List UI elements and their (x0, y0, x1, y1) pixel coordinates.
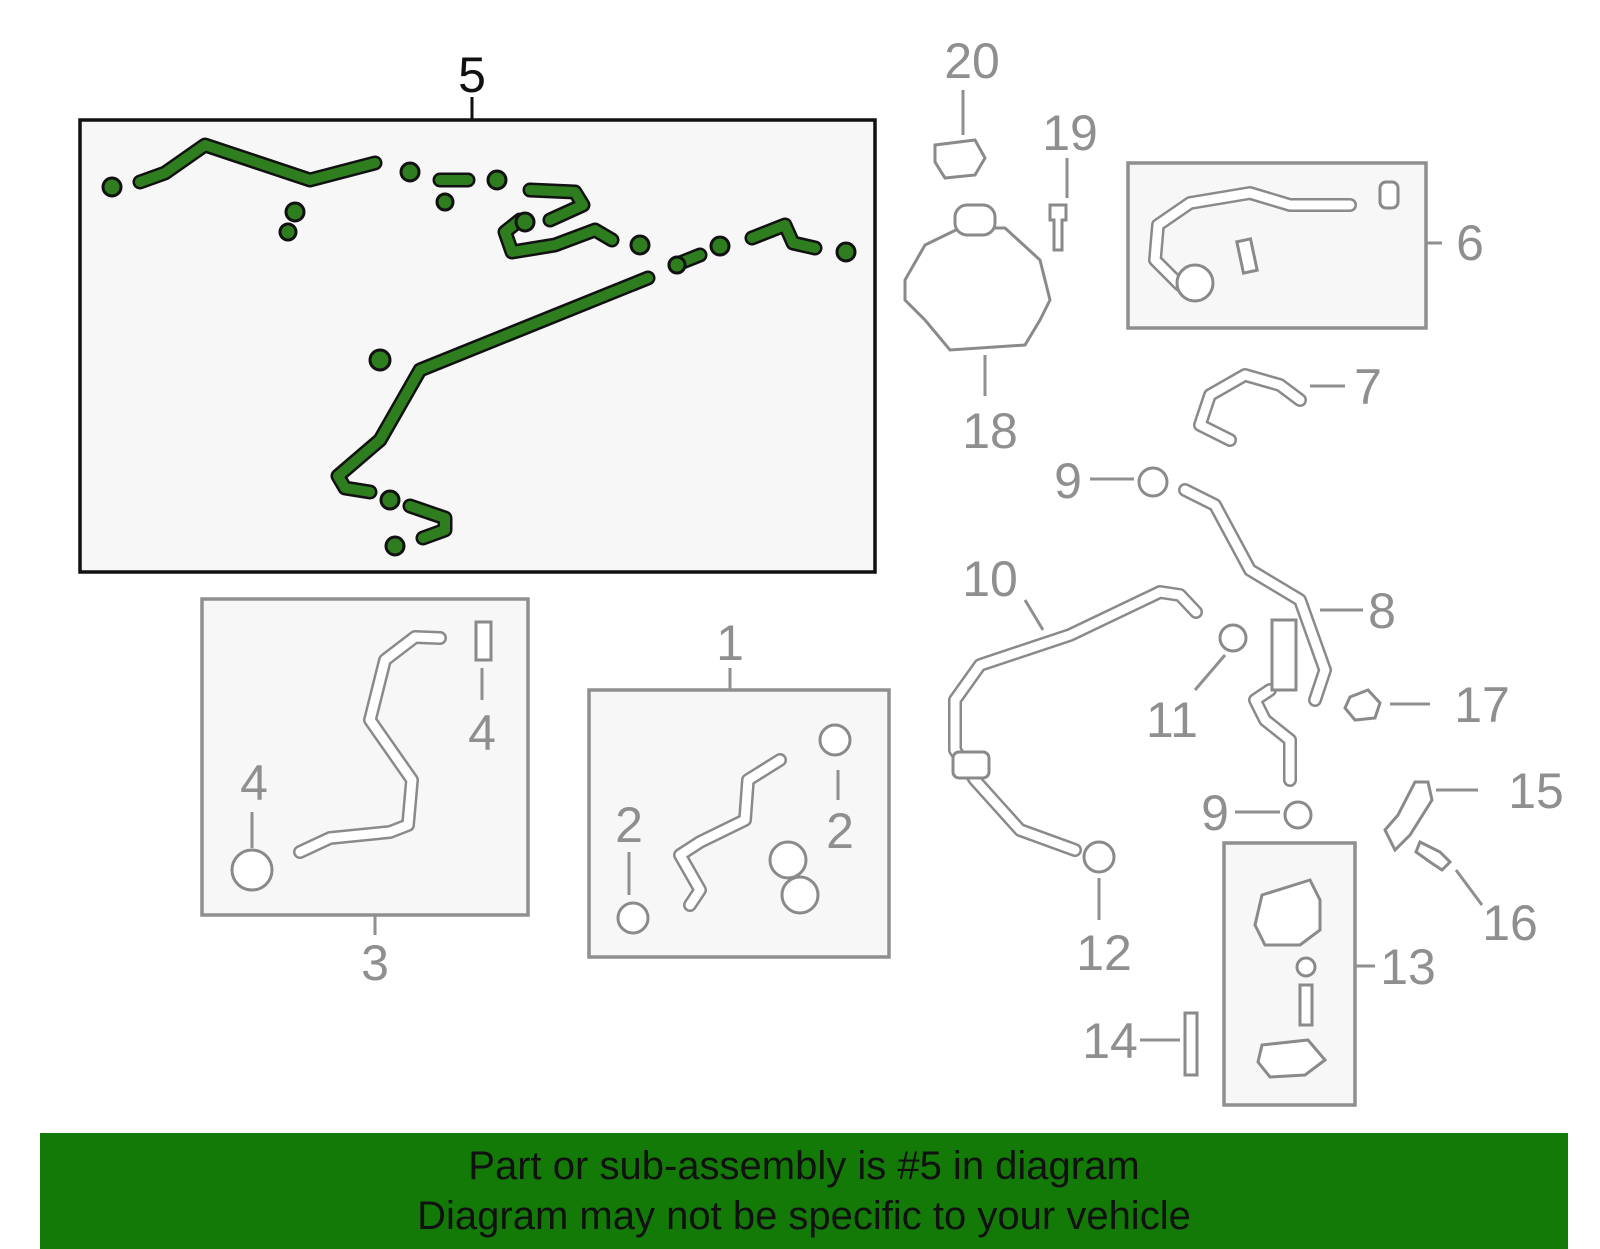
clamp-9-top-group[interactable]: 9 (1054, 453, 1169, 509)
callout-5: 5 (458, 47, 486, 103)
assembly-6-group[interactable]: 6 (1126, 161, 1484, 330)
pump-shape (1253, 878, 1322, 947)
assembly-5-group[interactable]: 5 (78, 47, 877, 574)
screw-shape (1298, 983, 1314, 1027)
part-14-group[interactable]: 14 (1082, 1011, 1199, 1077)
callout-12: 12 (1076, 925, 1132, 981)
clamp-12-group[interactable]: 12 (1076, 840, 1132, 981)
assembly-5-clamps (101, 161, 857, 557)
clamp-shape (818, 723, 852, 757)
bracket-shape (1383, 780, 1434, 853)
clamp-shape (616, 901, 650, 935)
assembly-5-hoses (132, 137, 823, 546)
clamp-shape (1218, 623, 1248, 653)
assembly-1-hose (673, 753, 787, 912)
washer-shape (1295, 956, 1317, 978)
callout-7: 7 (1354, 359, 1382, 415)
part-16-group[interactable]: 16 (1414, 839, 1538, 951)
stud-shape (1183, 1011, 1199, 1077)
assembly-6-box (1126, 161, 1428, 330)
callout-19: 19 (1042, 105, 1098, 161)
callout-16: 16 (1482, 895, 1538, 951)
assembly-13-group[interactable]: 13 (1222, 841, 1436, 1107)
reservoir-tank-shape (903, 226, 1052, 352)
callout-1: 1 (716, 615, 744, 671)
callout-2-right: 2 (826, 803, 854, 859)
callout-4-left: 4 (240, 755, 268, 811)
clamp-shape (1137, 466, 1169, 498)
pump-bracket-shape (1256, 1038, 1328, 1079)
hose-tag-shape (1235, 237, 1259, 275)
callout-3: 3 (361, 935, 389, 991)
clamp-shape (780, 875, 820, 915)
part-15-group[interactable]: 15 (1383, 763, 1564, 853)
clamp-shape (1082, 840, 1116, 874)
callout-18: 18 (962, 403, 1018, 459)
bolt-shape (1048, 203, 1068, 252)
clamp-shape (768, 840, 808, 880)
callout-4-right: 4 (468, 705, 496, 761)
clamp-shape (1283, 800, 1313, 830)
part-10-group[interactable]: 10 (948, 551, 1203, 857)
reservoir-group[interactable]: 20 19 18 (903, 33, 1098, 459)
assembly-1-group[interactable]: 1 2 2 (587, 615, 891, 959)
hose-tag-shape (474, 620, 493, 662)
clamp-shape (1378, 180, 1400, 210)
part-7-group[interactable]: 7 (1193, 359, 1382, 447)
bolt-shape (1414, 839, 1453, 872)
callout-2-left: 2 (615, 797, 643, 853)
grommet-shape (951, 750, 991, 780)
info-banner: Part or sub-assembly is #5 in diagram Di… (40, 1133, 1568, 1249)
valve-shape (1270, 618, 1298, 692)
callout-8: 8 (1368, 583, 1396, 639)
assembly-6-hose (1148, 186, 1357, 292)
part-8-group[interactable]: 8 (1178, 483, 1396, 787)
part-17-group[interactable]: 17 (1343, 677, 1510, 733)
reservoir-cap-shape (933, 138, 987, 180)
callout-9-bottom: 9 (1201, 785, 1229, 841)
assembly-3-hose (293, 630, 447, 859)
callout-11: 11 (1146, 692, 1198, 748)
reservoir-neck-shape (953, 203, 997, 237)
callout-15: 15 (1508, 763, 1564, 819)
nut-shape (1343, 688, 1382, 722)
callout-20: 20 (944, 33, 1000, 89)
clamp-9-bottom-group[interactable]: 9 (1201, 785, 1313, 841)
banner-line-part: Part or sub-assembly is #5 in diagram (468, 1144, 1140, 1188)
callout-13: 13 (1380, 939, 1436, 995)
hose-connector-shape (1175, 263, 1215, 303)
assembly-3-group[interactable]: 3 4 4 (200, 597, 530, 991)
callout-9-top: 9 (1054, 453, 1082, 509)
callout-14: 14 (1082, 1013, 1138, 1069)
callout-10: 10 (962, 551, 1018, 607)
hose-clamp-shape (230, 848, 274, 892)
callout-17: 17 (1454, 677, 1510, 733)
banner-line-disclaimer: Diagram may not be specific to your vehi… (417, 1194, 1191, 1238)
clamp-11-group[interactable]: 11 (1146, 623, 1248, 748)
callout-6: 6 (1456, 215, 1484, 271)
